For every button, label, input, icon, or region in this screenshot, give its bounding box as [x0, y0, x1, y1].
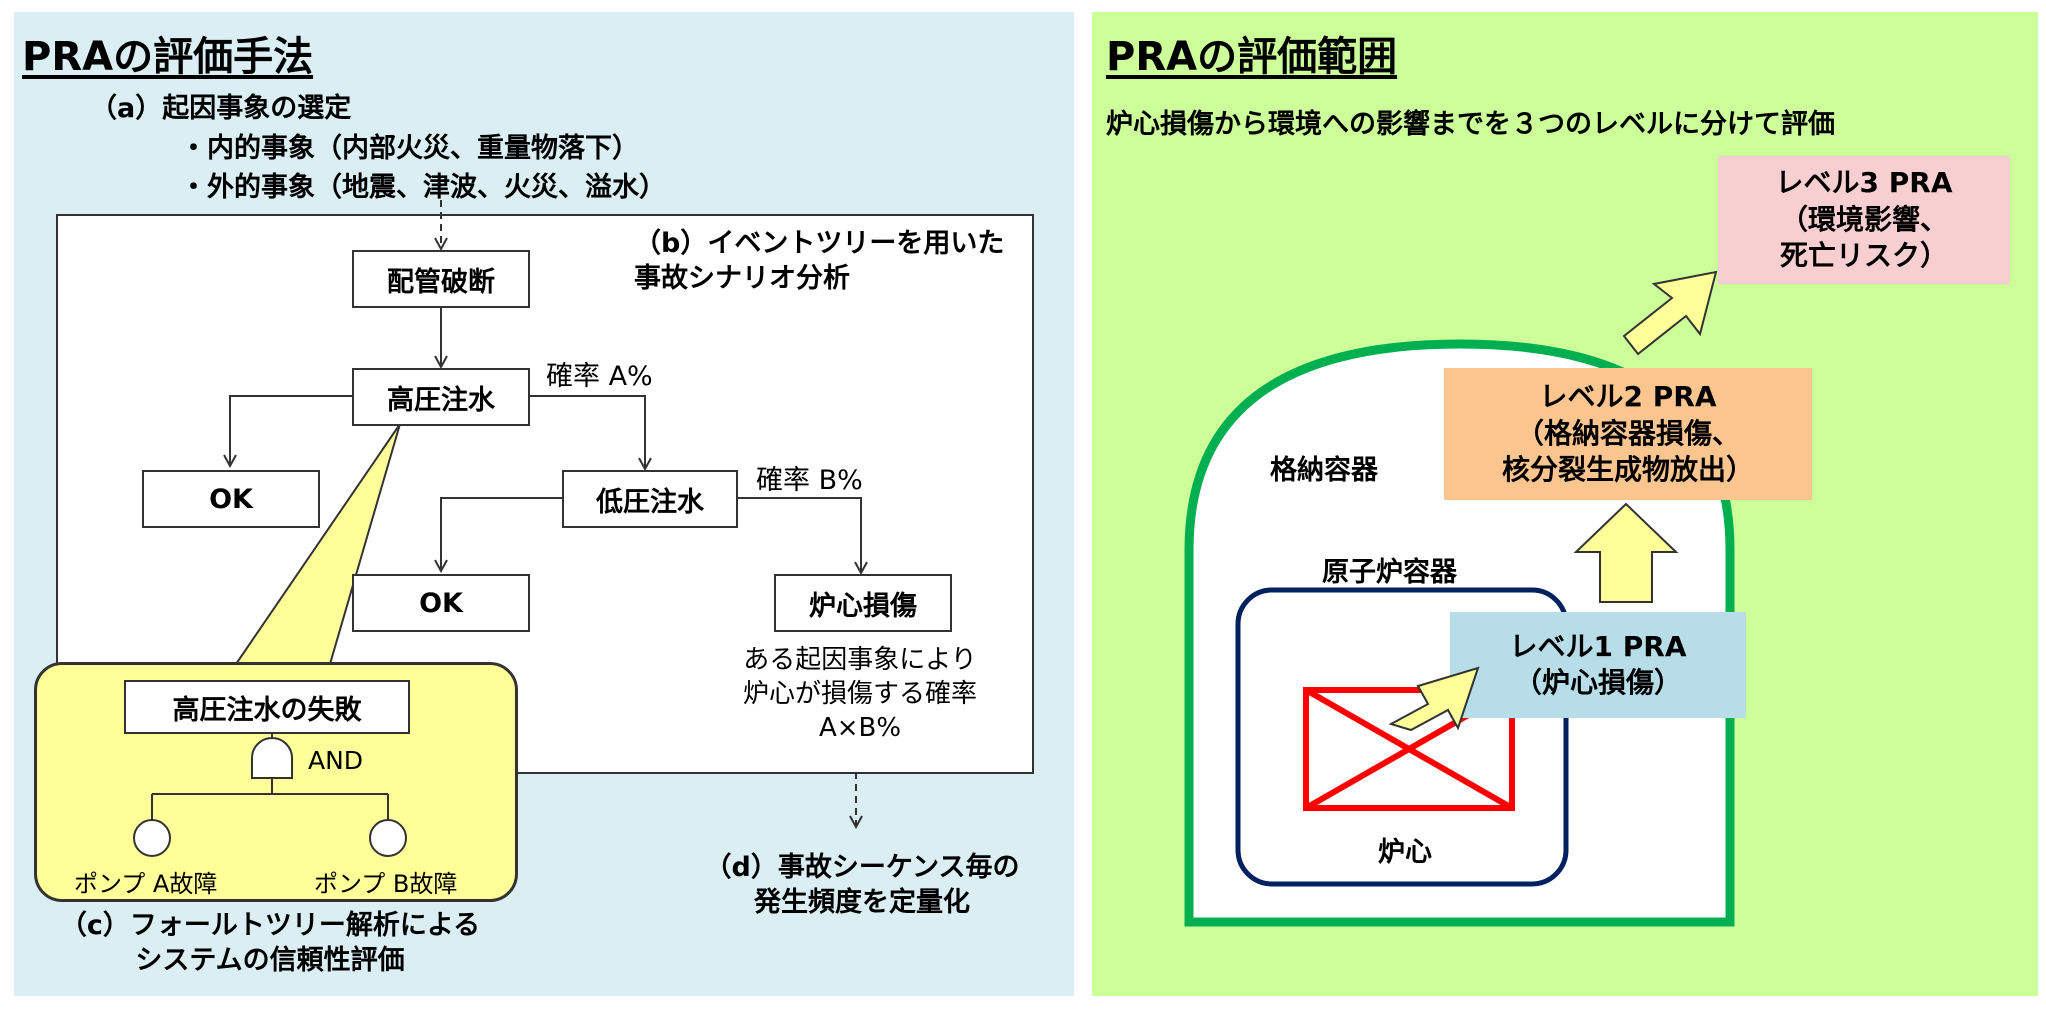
right-panel-title: PRAの評価範囲 — [1106, 34, 1398, 80]
and-gate-label: AND — [308, 746, 364, 775]
level1-pra-box: レベル1 PRA （炉心損傷） — [1450, 612, 1746, 718]
step-a-heading: （a）起因事象の選定 — [90, 93, 352, 124]
level2-pra-box: レベル2 PRA （格納容器損傷、 核分裂生成物放出） — [1444, 368, 1812, 500]
pipe-break-node: 配管破断 — [352, 250, 530, 308]
pump-a-failure-label: ポンプ A故障 — [74, 870, 218, 898]
low-pressure-injection-node: 低圧注水 — [562, 470, 738, 528]
probability-b-label: 確率 B% — [756, 465, 863, 496]
fault-tree-top-event: 高圧注水の失敗 — [124, 680, 410, 734]
arrow-core-to-level1 — [1388, 666, 1480, 732]
pump-b-failure-label: ポンプ B故障 — [314, 870, 458, 898]
probability-a-label: 確率 A% — [546, 361, 653, 392]
core-damage-node: 炉心損傷 — [774, 574, 952, 632]
pump-b-basic-event — [369, 819, 407, 857]
ok-node-high-pressure: OK — [142, 470, 320, 528]
reactor-vessel-label: 原子炉容器 — [1322, 557, 1457, 588]
core-label: 炉心 — [1378, 837, 1432, 868]
containment-label: 格納容器 — [1270, 455, 1378, 486]
step-a-internal-events: ・内的事象（内部火災、重量物落下） — [180, 133, 639, 164]
left-panel-title: PRAの評価手法 — [22, 34, 314, 80]
core-damage-probability-note: ある起因事象により 炉心が損傷する確率 A×B% — [742, 645, 977, 743]
step-b-label: （b）イベントツリーを用いた 事故シナリオ分析 — [634, 228, 1005, 295]
step-c-label: （c）フォールトツリー解析による システムの信頼性評価 — [59, 910, 481, 977]
level3-pra-box: レベル3 PRA （環境影響、 死亡リスク） — [1718, 156, 2010, 284]
ok-node-low-pressure: OK — [352, 574, 530, 632]
arrow-level2-to-level3 — [1622, 270, 1718, 356]
step-d-label: （d）事故シーケンス毎の 発生頻度を定量化 — [704, 852, 1020, 919]
right-panel-subtitle: 炉心損傷から環境への影響までを３つのレベルに分けて評価 — [1106, 109, 1835, 140]
high-pressure-injection-node: 高圧注水 — [352, 368, 530, 426]
and-gate-symbol — [251, 737, 293, 779]
step-a-external-events: ・外的事象（地震、津波、火災、溢水） — [180, 172, 666, 203]
arrow-level1-to-level2 — [1573, 502, 1679, 603]
pump-a-basic-event — [133, 819, 171, 857]
